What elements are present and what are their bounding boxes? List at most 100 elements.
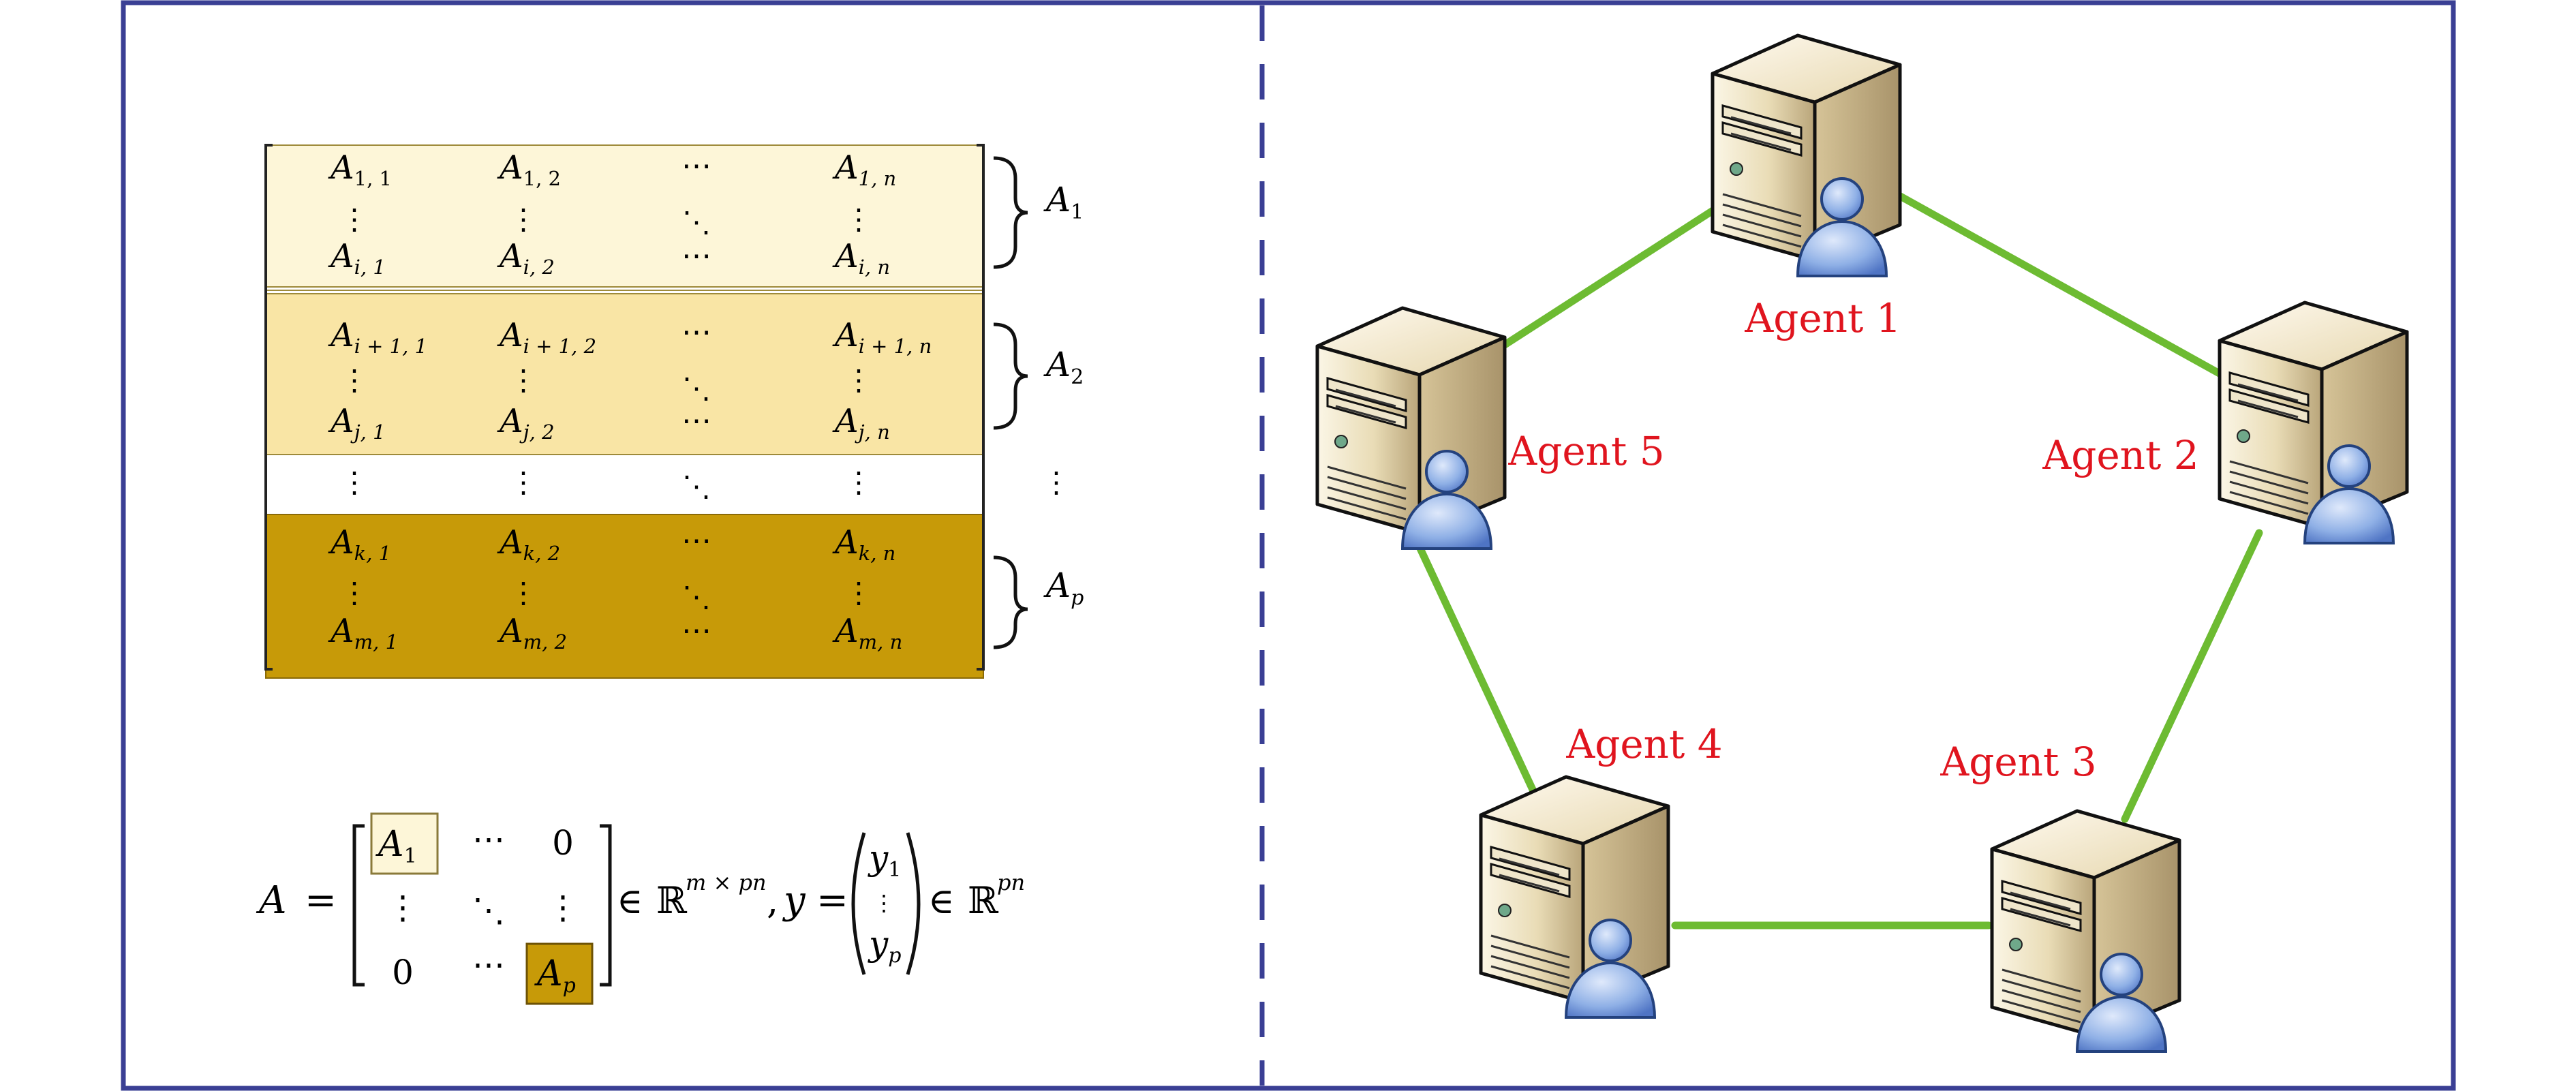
cell-m-dots: ⋯: [681, 613, 711, 648]
cell-i-2: Ai, 2: [497, 237, 555, 279]
cell-k-1: Ak, 1: [328, 523, 391, 565]
formula: A = A1 ⋯ 0 ⋮ ⋱ ⋮ 0 ⋯ Ap ∈ ℝ m × pn , y =…: [256, 812, 1025, 1005]
agent-label-4: Agent 4: [1565, 721, 1722, 767]
formula-m12: ⋯: [472, 820, 505, 859]
formula-A1-box: [370, 812, 439, 875]
vdots-gap-a: ⋮: [340, 465, 369, 499]
cell-j-2: Aj, 2: [497, 402, 555, 444]
band-Ap: [265, 514, 984, 679]
vector-left-paren: [851, 832, 866, 975]
cell-k-dots: ⋯: [681, 523, 711, 558]
formula-lhs: A: [256, 878, 286, 923]
formula-y: y: [782, 878, 806, 923]
cell-m-1: Am, 1: [328, 612, 398, 654]
agent-network: Agent 1 Agent 2 Agent 3 Agent 4 Agent 5: [1317, 35, 2407, 1051]
server-icon: [1713, 35, 1900, 276]
matrix-left-bracket: [264, 144, 273, 671]
formula-m13: 0: [552, 823, 574, 863]
cell-i1-n: Ai + 1, n: [832, 316, 932, 358]
vector-right-paren: [906, 832, 921, 975]
agent-label-1: Agent 1: [1744, 295, 1901, 341]
brace-Ap: [993, 555, 1028, 649]
vdots-5b: ⋮: [509, 576, 538, 609]
formula-equals-2: =: [816, 878, 848, 923]
cell-j-n: Aj, n: [832, 402, 890, 444]
ddots-gap: ⋱: [682, 470, 711, 503]
band-A1: [265, 144, 984, 288]
block-matrix: A1, 1 A1, 2 ⋯ A1, n ⋮ ⋮ ⋱ ⋮ Ai, 1 Ai, 2 …: [264, 144, 1084, 679]
vdots-5a: ⋮: [340, 576, 369, 609]
ddots-2: ⋱: [682, 371, 711, 405]
agent-label-5: Agent 5: [1507, 428, 1664, 474]
formula-R-1: ℝ: [656, 879, 688, 922]
vdots-1b: ⋮: [509, 202, 538, 236]
brace-A2: [993, 322, 1028, 430]
vdots-2b: ⋮: [509, 363, 538, 397]
vdots-2a: ⋮: [340, 363, 369, 397]
link-1-2: [1894, 191, 2239, 386]
formula-Ap: Ap: [534, 953, 576, 998]
cell-k-n: Ak, n: [832, 523, 895, 565]
link-4-5: [1412, 536, 1543, 807]
server-icon: [1317, 308, 1505, 549]
server-icon: [1481, 777, 1668, 1017]
cell-1-dots: ⋯: [681, 149, 711, 183]
server-agent-2: Agent 2: [2042, 303, 2407, 543]
cell-m-2: Am, 2: [497, 612, 567, 654]
formula-yp: yp: [868, 924, 901, 968]
formula-dim1: m × pn: [686, 870, 767, 895]
formula-R-2: ℝ: [968, 879, 999, 922]
vdots-1a: ⋮: [340, 202, 369, 236]
formula-comma: ,: [767, 879, 778, 922]
cell-i1-dots: ⋯: [681, 315, 711, 350]
formula-in-1: ∈: [617, 881, 643, 922]
block-label-A2: A2: [1043, 345, 1084, 389]
cell-i-1: Ai, 1: [328, 237, 386, 279]
agent-label-3: Agent 3: [1939, 739, 2096, 785]
server-icon: [2220, 303, 2407, 543]
network-links: [1412, 191, 2263, 929]
block-label-Ap: Ap: [1043, 566, 1084, 610]
agent-label-2: Agent 2: [2042, 432, 2198, 478]
formula-in-2: ∈: [928, 881, 955, 922]
cell-1-n: A1, n: [832, 149, 896, 190]
formula-m31: 0: [392, 953, 414, 992]
formula-m22: ⋱: [472, 891, 505, 929]
formula-left-bracket: [352, 824, 365, 987]
cell-m-n: Am, n: [832, 612, 902, 654]
vdots-5c: ⋮: [844, 576, 873, 609]
ddots-1: ⋱: [682, 205, 711, 239]
vdots-gap-c: ⋮: [844, 465, 873, 499]
formula-dim2: pn: [997, 870, 1025, 895]
cell-i1-1: Ai + 1, 1: [328, 316, 427, 358]
vdots-2c: ⋮: [844, 363, 873, 397]
server-agent-1: Agent 1: [1713, 35, 1901, 341]
cell-k-2: Ak, 2: [497, 523, 560, 565]
cell-j-1: Aj, 1: [328, 402, 386, 444]
ddots-5: ⋱: [682, 580, 711, 613]
cell-i-n: Ai, n: [832, 237, 890, 279]
server-icon: [1992, 811, 2179, 1051]
link-5-1: [1501, 204, 1720, 349]
band-gap: [265, 454, 984, 515]
formula-ydots: ⋮: [873, 890, 895, 916]
link-2-3: [2121, 529, 2263, 823]
cell-i-dots: ⋯: [681, 239, 711, 273]
formula-m23: ⋮: [547, 889, 579, 927]
vdots-gap-b: ⋮: [509, 465, 538, 499]
vdots-1c: ⋮: [844, 202, 873, 236]
formula-A1: A1: [375, 824, 417, 868]
formula-equals: =: [305, 878, 337, 923]
server-agent-4: Agent 4: [1481, 721, 1723, 1017]
formula-m21: ⋮: [386, 889, 419, 927]
formula-y1: y1: [868, 838, 901, 882]
formula-m32: ⋯: [472, 946, 505, 984]
cell-i1-2: Ai + 1, 2: [497, 316, 596, 358]
matrix-right-bracket: [977, 144, 985, 671]
server-agent-3: Agent 3: [1939, 739, 2179, 1051]
cell-j-dots: ⋯: [681, 403, 711, 438]
brace-A1: [993, 156, 1028, 269]
cell-1-1: A1, 1: [328, 149, 392, 190]
cell-1-2: A1, 2: [497, 149, 561, 190]
